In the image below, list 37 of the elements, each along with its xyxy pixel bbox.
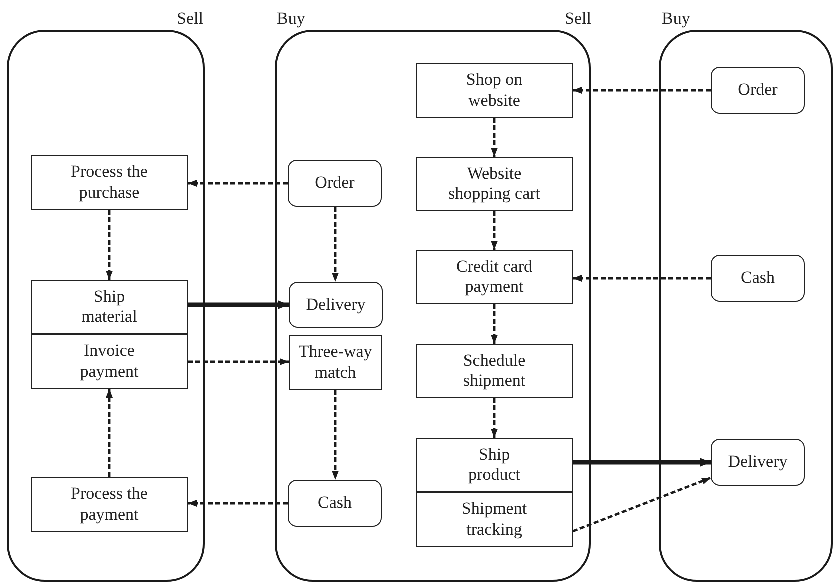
arrow: [332, 390, 339, 480]
process-box: Shipment tracking: [416, 492, 573, 547]
arrow: [572, 476, 712, 533]
arrow: [332, 207, 339, 282]
event-box: Delivery: [711, 439, 805, 486]
process-box: Invoice payment: [31, 334, 188, 389]
process-box: Process the purchase: [31, 155, 188, 210]
arrow: [573, 458, 711, 467]
arrow: [188, 180, 288, 187]
arrow: [573, 275, 711, 282]
arrow: [491, 118, 498, 157]
process-box: Schedule shipment: [416, 344, 573, 398]
arrow: [188, 300, 289, 310]
event-box: Delivery: [289, 282, 383, 328]
event-box: Order: [288, 160, 382, 207]
process-box: Process the payment: [31, 477, 188, 532]
event-box: Cash: [711, 255, 805, 302]
arrow: [573, 87, 711, 94]
event-box: Cash: [288, 480, 382, 527]
arrow: [106, 210, 113, 280]
process-box: Three-way match: [289, 335, 382, 390]
arrow: [491, 304, 498, 344]
lane-heading: Sell: [177, 10, 204, 27]
event-box: Order: [711, 67, 805, 114]
arrow: [188, 358, 289, 366]
process-box: Website shopping cart: [416, 157, 573, 211]
process-box: Ship material: [31, 280, 188, 334]
arrow: [188, 500, 288, 507]
arrow: [491, 398, 498, 438]
lane-heading: Buy: [662, 10, 690, 27]
arrow: [106, 389, 113, 477]
process-box: Credit card payment: [416, 250, 573, 304]
lane-heading: Sell: [565, 10, 592, 27]
arrow: [491, 211, 498, 250]
process-box: Shop on website: [416, 63, 573, 118]
lane-heading: Buy: [277, 10, 306, 27]
process-box: Ship product: [416, 438, 573, 492]
